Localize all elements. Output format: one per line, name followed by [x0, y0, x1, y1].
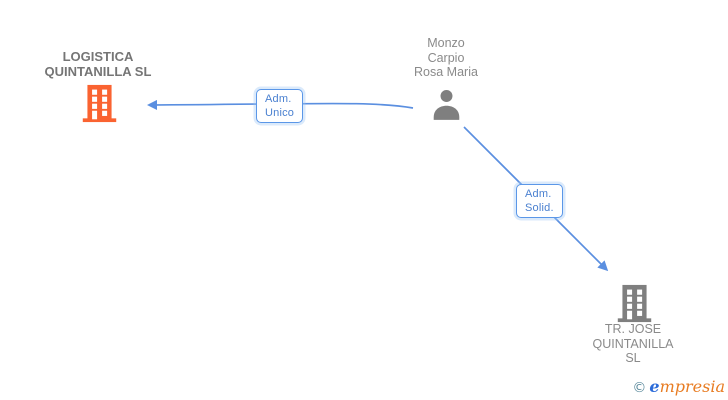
- node-label-tr-jose-quintanilla[interactable]: TR. JOSE QUINTANILLA SL: [558, 322, 708, 366]
- edge-label-adm-unico: Adm. Unico: [256, 89, 303, 123]
- edge-label-line: Solid.: [525, 202, 554, 214]
- building-icon[interactable]: [616, 284, 653, 323]
- node-name-line: SL: [625, 351, 641, 365]
- brand-initial: e: [649, 377, 660, 396]
- edge-label-adm-solid: Adm. Solid.: [516, 184, 563, 218]
- edge-label-line: Unico: [265, 107, 295, 119]
- node-label-logistica-quintanilla[interactable]: LOGISTICA QUINTANILLA SL: [10, 49, 186, 79]
- edge-label-line: Adm.: [265, 93, 292, 105]
- node-name-line: QUINTANILLA SL: [44, 64, 152, 79]
- node-name-line: Rosa Maria: [414, 65, 478, 79]
- node-label-monzo-carpio[interactable]: Monzo Carpio Rosa Maria: [371, 36, 521, 80]
- node-name-line: Carpio: [427, 50, 465, 65]
- brand-rest: mpresia: [659, 377, 725, 396]
- node-name-line: TR. JOSE: [604, 322, 662, 336]
- building-icon[interactable]: [81, 84, 118, 123]
- copyright-icon: ©: [632, 380, 647, 396]
- node-name-line: QUINTANILLA: [592, 336, 674, 351]
- person-icon[interactable]: [432, 88, 461, 121]
- node-name-line: Monzo: [427, 36, 465, 50]
- node-name-line: LOGISTICA: [62, 49, 134, 64]
- edge-adm-unico-arrow: [146, 99, 414, 111]
- edge-label-line: Adm.: [525, 188, 552, 200]
- empresia-logo[interactable]: ©empresia: [632, 378, 725, 397]
